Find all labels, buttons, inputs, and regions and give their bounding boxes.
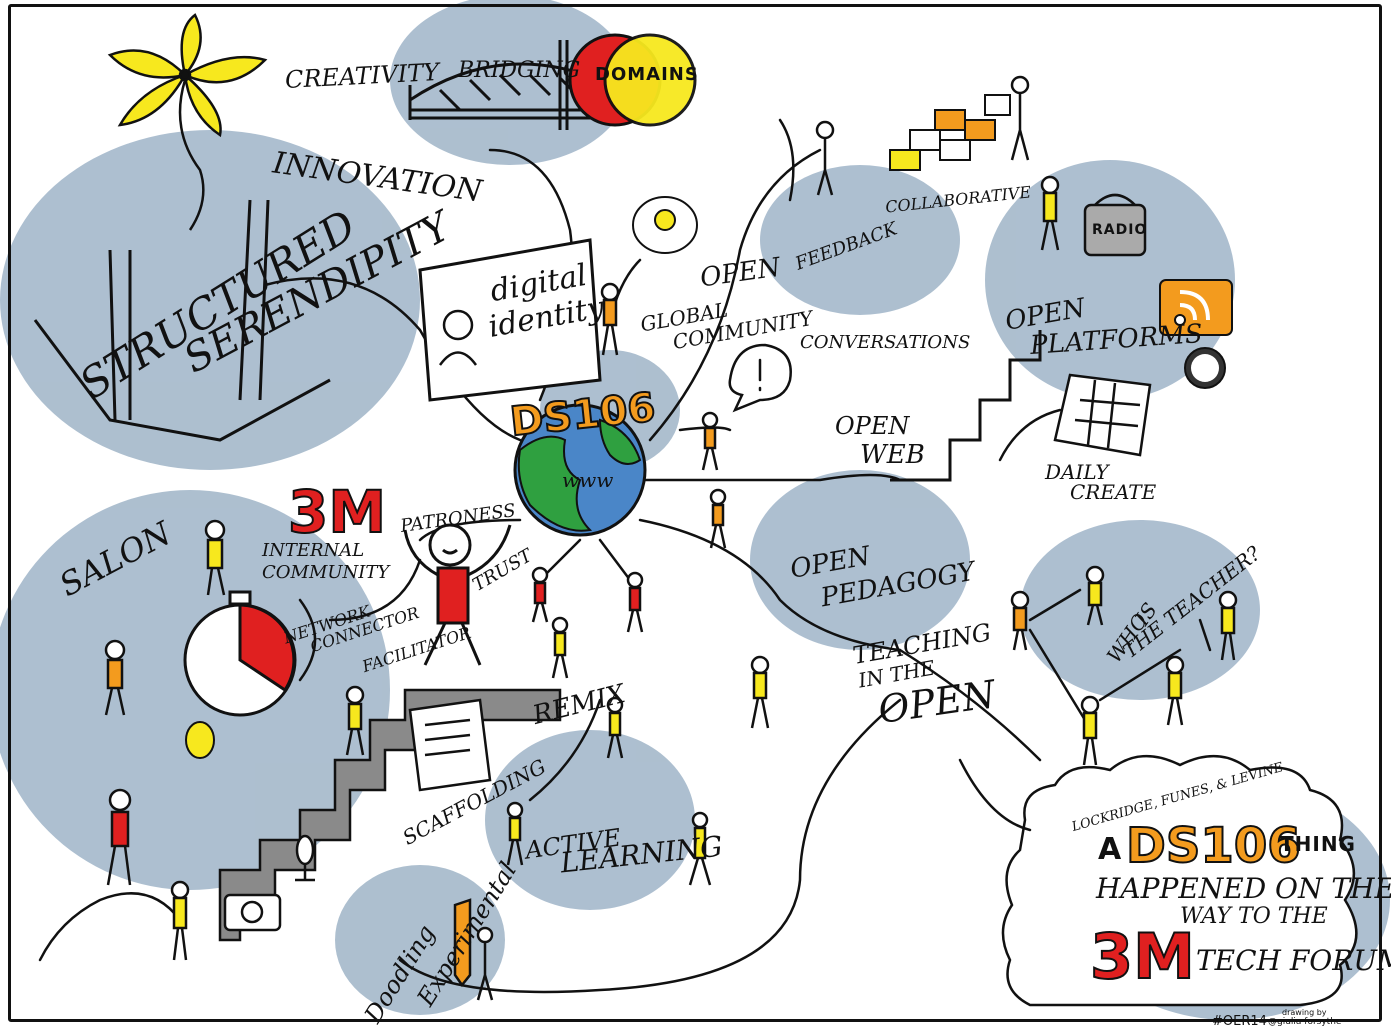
figure-18 [815,120,835,196]
pencil-icon [453,898,472,988]
figure-13 [1085,565,1105,626]
cloud-title-box [1001,754,1358,1007]
title-3m: 3M [1089,919,1196,994]
figure-8 [701,411,719,471]
label-domains: DOMAINS [595,64,699,85]
digital-identity-card [418,238,602,402]
stopwatch-icon [183,590,297,717]
blocks-icon [889,94,1011,171]
figure-17 [1010,75,1030,161]
credit-line-1: drawing by [1282,1008,1327,1017]
wordpress-icon [1184,347,1226,389]
figure-4 [345,685,365,756]
globe-www: www [562,468,614,492]
rss-icon [1159,279,1233,336]
title-line3: WAY TO THE [1180,904,1328,929]
sketch-frame [8,4,1382,1022]
globe-icon [513,403,647,537]
label-3m-left: 3M [287,477,387,547]
stick-figure-patroness [403,523,512,666]
speech-bubble-icon [728,343,792,413]
lightbulb-icon [632,196,698,254]
figure-16 [1218,590,1238,661]
microphone-icon [295,834,315,882]
figure-23 [606,696,624,759]
figure-7 [551,616,569,679]
figure-19 [1040,175,1060,251]
document-icon [408,698,492,792]
title-ds106: DS106 [1125,817,1302,875]
figure-15 [1165,655,1185,726]
radio-icon [1083,193,1147,257]
label-open-web-1: OPEN [835,412,910,440]
label-daily: DAILY [1045,460,1109,484]
book-icon [33,199,331,442]
label-conversations: CONVERSATIONS [800,332,971,353]
stairs-scaffolding [218,688,562,942]
title-thing: THING [1280,832,1356,856]
credit-line-2: @giulia forsythe [1268,1017,1342,1027]
figure-21 [688,811,712,886]
title-a: A [1098,832,1123,867]
title-line4: TECH FORUM [1196,944,1391,977]
figure-9 [709,488,727,549]
label-create: CREATE [1070,480,1157,504]
title-line2: HAPPENED ON THE [1096,872,1391,905]
figure-10 [600,282,620,356]
label-bridging: BRIDGING [458,58,581,83]
stick-figures-group [104,75,1238,1001]
label-radio: RADIO [1092,222,1148,238]
figure-3 [106,788,132,886]
flower-icon [107,13,268,231]
hashtag-label: #OER14 [1212,1014,1267,1029]
figure-2 [104,639,126,716]
label-internal-2: COMMUNITY [262,562,390,583]
figure-1 [204,519,226,596]
figure-6 [626,571,644,633]
label-internal-1: INTERNAL [262,540,365,561]
figure-22 [506,801,524,866]
small-lightbulb-icon [185,721,215,759]
label-open-web-2: WEB [860,440,925,470]
figure-20 [170,880,190,961]
stairs-open-platforms [890,330,1042,482]
calendar-icon [1053,373,1152,457]
figure-11 [750,655,770,729]
domains-venn-icon [568,33,697,127]
figure-12 [1010,590,1030,651]
figure-14 [1080,695,1100,766]
figure-24 [476,926,494,1001]
camera-icon [223,893,282,932]
figure-5 [531,566,549,623]
